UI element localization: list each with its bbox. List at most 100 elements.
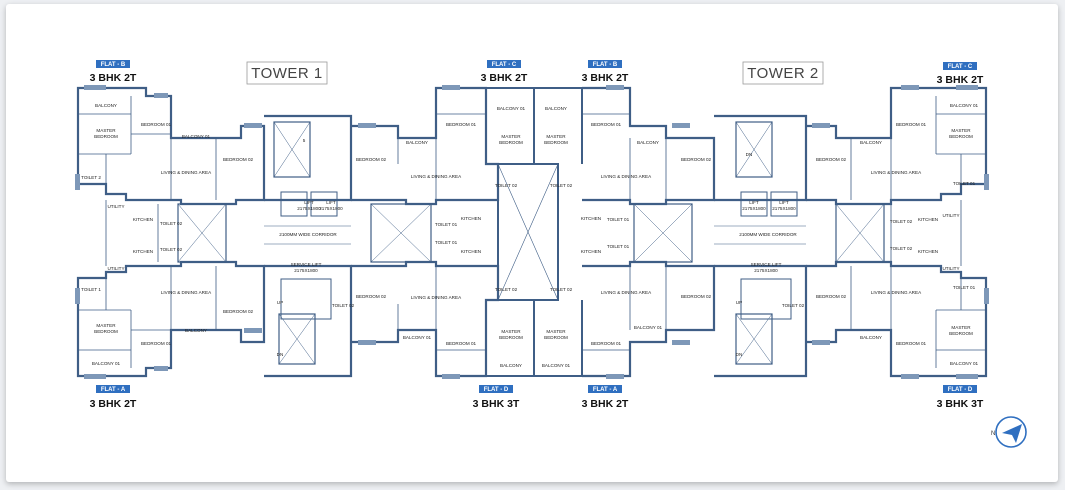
room-label: MASTER [546, 329, 566, 334]
room-label: MASTER [951, 325, 971, 330]
room-label: TOILET 02 [160, 221, 183, 226]
room-label: BEDROOM [94, 134, 118, 139]
t1-flat-d-label: FLAT - D 3 BHK 3T [473, 385, 520, 410]
room-label: BEDROOM [949, 134, 973, 139]
room-label: 3 BHK 3T [473, 398, 520, 410]
room-label: MASTER [96, 128, 116, 133]
room-label: LIVING & DINING AREA [601, 174, 652, 179]
room-label: 3 BHK 3T [937, 398, 984, 410]
room-label: BALCONY [545, 106, 567, 111]
room-label: BALCONY 01 [182, 134, 211, 139]
room-label: BEDROOM 02 [681, 157, 712, 162]
room-label: BALCONY [185, 328, 207, 333]
room-label: 3 BHK 2T [481, 72, 528, 84]
room-label: TOILET 01 [607, 244, 630, 249]
t1-right-wing [351, 86, 500, 378]
room-label: N [991, 431, 995, 437]
room-label: BALCONY [95, 103, 117, 108]
room-label: MASTER [951, 128, 971, 133]
room-label: FLAT - B [101, 62, 126, 68]
tower-2-label: TOWER 2 [747, 65, 819, 82]
room-label: SERVICE LIFT [751, 262, 782, 267]
room-label: TOILET 01 [953, 285, 976, 290]
tower-2: TOWER 2 [542, 60, 989, 410]
room-label: 2175X1800 [754, 268, 778, 273]
room-label: BEDROOM 02 [223, 157, 254, 162]
room-label: 2100MM WIDE CORRIDOR [739, 232, 797, 237]
room-label: BEDROOM 02 [681, 294, 712, 299]
t2-flat-d-label: FLAT - D 3 BHK 3T [937, 385, 984, 410]
t2-flat-c-label: FLAT - C 3 BHK 2T [937, 62, 984, 86]
room-label: TOILET 02 [332, 303, 355, 308]
room-label: 3 BHK 2T [90, 398, 137, 410]
room-label: BEDROOM 02 [816, 157, 847, 162]
room-label: BALCONY [637, 140, 659, 145]
room-label: UP [736, 300, 742, 305]
room-label: FLAT - A [101, 387, 126, 393]
room-label: FLAT - C [492, 62, 517, 68]
room-label: TOILET 01 [435, 222, 458, 227]
room-label: UTILITY [107, 266, 124, 271]
room-label: LIFT [326, 200, 336, 205]
t2-flat-b-label: FLAT - B 3 BHK 2T [582, 60, 629, 84]
room-label: BEDROOM [949, 331, 973, 336]
room-label: BALCONY 01 [950, 361, 979, 366]
room-label: BEDROOM 01 [896, 122, 927, 127]
tower-1: TOWER 1 [75, 60, 583, 410]
room-label: TOILET 02 [495, 287, 518, 292]
room-label: BEDROOM 01 [446, 341, 477, 346]
room-label: DN [746, 152, 753, 157]
room-label: LIVING & DINING AREA [601, 290, 652, 295]
t1-central-core [264, 114, 353, 378]
room-label: DN [736, 352, 743, 357]
room-label: BALCONY 01 [403, 335, 432, 340]
room-label: 2175X1800 [319, 206, 343, 211]
room-label: BEDROOM 02 [816, 294, 847, 299]
room-label: BALCONY [860, 140, 882, 145]
room-label: TOILET 2 [81, 175, 101, 180]
room-label: MASTER [501, 329, 521, 334]
room-label: FLAT - D [484, 387, 509, 393]
room-label: BALCONY 01 [634, 325, 663, 330]
floor-plan: TOWER 1 [75, 60, 1027, 448]
room-label: MASTER [546, 134, 566, 139]
room-label: BALCONY 01 [950, 103, 979, 108]
room-label: BEDROOM [544, 140, 568, 145]
room-label: BEDROOM 01 [141, 341, 172, 346]
room-label: FLAT - B [593, 62, 618, 68]
floor-plan-card: TOWER 1 [6, 4, 1058, 482]
tower-1-label: TOWER 1 [251, 65, 323, 82]
room-label: MASTER [501, 134, 521, 139]
room-label: MASTER [96, 323, 116, 328]
room-label: KITCHEN [461, 216, 481, 221]
room-label: TOILET 01 [435, 240, 458, 245]
room-label: KITCHEN [133, 217, 153, 222]
room-label: LIVING & DINING AREA [411, 174, 462, 179]
room-label: UP [277, 300, 283, 305]
room-label: TOILET 02 [550, 183, 573, 188]
room-label: 3 BHK 2T [582, 72, 629, 84]
room-label: KITCHEN [581, 249, 601, 254]
t2-room-labels: BALCONY MASTER BEDROOM BEDROOM 01 BALCON… [542, 103, 979, 368]
room-label: 3 BHK 2T [937, 74, 984, 86]
room-label: LIVING & DINING AREA [871, 170, 922, 175]
t1-room-labels: BALCONY MASTER BEDROOM BEDROOM 01 BALCON… [81, 103, 525, 368]
room-label: SERVICE LIFT [291, 262, 322, 267]
room-label: LIVING & DINING AREA [161, 290, 212, 295]
room-label: TOILET 01 [953, 181, 976, 186]
room-label: BEDROOM [499, 335, 523, 340]
room-label: TOILET 1 [81, 287, 101, 292]
room-label: BALCONY 01 [92, 361, 121, 366]
room-label: TOILET 02 [160, 247, 183, 252]
room-label: 5 [303, 138, 306, 143]
room-label: UTILITY [942, 266, 959, 271]
room-label: LIFT [779, 200, 789, 205]
room-label: UTILITY [942, 213, 959, 218]
room-label: KITCHEN [581, 216, 601, 221]
room-label: 2175X1800 [294, 268, 318, 273]
room-label: BEDROOM 02 [356, 157, 387, 162]
t1-flat-a-label: FLAT - A 3 BHK 2T [90, 385, 137, 410]
room-label: TOILET 02 [782, 303, 805, 308]
t1-flat-b-label: FLAT - B 3 BHK 2T [90, 60, 137, 84]
t2-flat-a-label: FLAT - A 3 BHK 2T [582, 385, 629, 410]
